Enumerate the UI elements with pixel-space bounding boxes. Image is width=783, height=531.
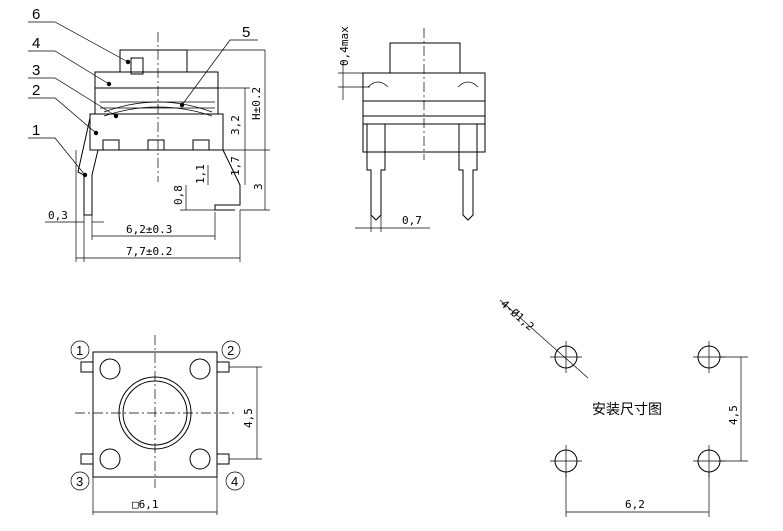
right-terminal [214, 149, 241, 211]
footprint-view: 4-Ø1,2 安装尺寸图 4,5 6,2 [498, 297, 748, 517]
plunger [119, 49, 188, 73]
callout-4: 4 [32, 35, 40, 52]
dim-6-2-pattern: 6,2 [625, 498, 645, 511]
callout-6: 6 [32, 6, 40, 23]
pin-1: 1 [76, 343, 83, 358]
dim-6-2-tol: 6,2±0.3 [126, 223, 172, 236]
pin-2: 2 [227, 343, 234, 358]
front-elevation-view: 0,4max 0,7 [338, 26, 486, 232]
top-view: 1 2 3 4 4,5 □6,1 [70, 335, 262, 515]
dim-3: 3 [252, 183, 265, 190]
inner-cavity [94, 87, 219, 115]
footprint-label: 安装尺寸图 [592, 402, 662, 418]
dome-contact [103, 101, 213, 113]
dim-hole: 4-Ø1,2 [498, 297, 537, 333]
pin-3: 3 [76, 474, 83, 489]
callout-2: 2 [32, 82, 40, 99]
dim-4-5-pattern: 4,5 [727, 405, 740, 425]
dim-0-8: 0,8 [172, 185, 185, 205]
dim-1-7: 1,7 [229, 156, 242, 176]
dim-3-2: 3,2 [229, 115, 242, 135]
pin-4: 4 [231, 474, 238, 489]
callout-3: 3 [32, 62, 40, 79]
base [89, 113, 224, 151]
cover [94, 71, 219, 89]
dim-1-1: 1,1 [194, 164, 207, 184]
callout-5: 5 [242, 24, 250, 41]
dim-4-5-bottom: 4,5 [242, 408, 255, 428]
dim-sq-6-1: □6,1 [132, 498, 159, 511]
dim-0-4max: 0,4max [338, 26, 351, 66]
dim-h: H±0.2 [250, 87, 263, 120]
dim-0-7: 0,7 [402, 214, 422, 227]
callout-1: 1 [32, 122, 40, 139]
side-section-view: 1 2 3 4 6 5 3,2 H±0.2 1,7 3 1,1 0,8 [28, 6, 270, 262]
dim-0-3: 0,3 [48, 209, 68, 222]
dim-7-7-tol: 7,7±0.2 [126, 245, 172, 258]
